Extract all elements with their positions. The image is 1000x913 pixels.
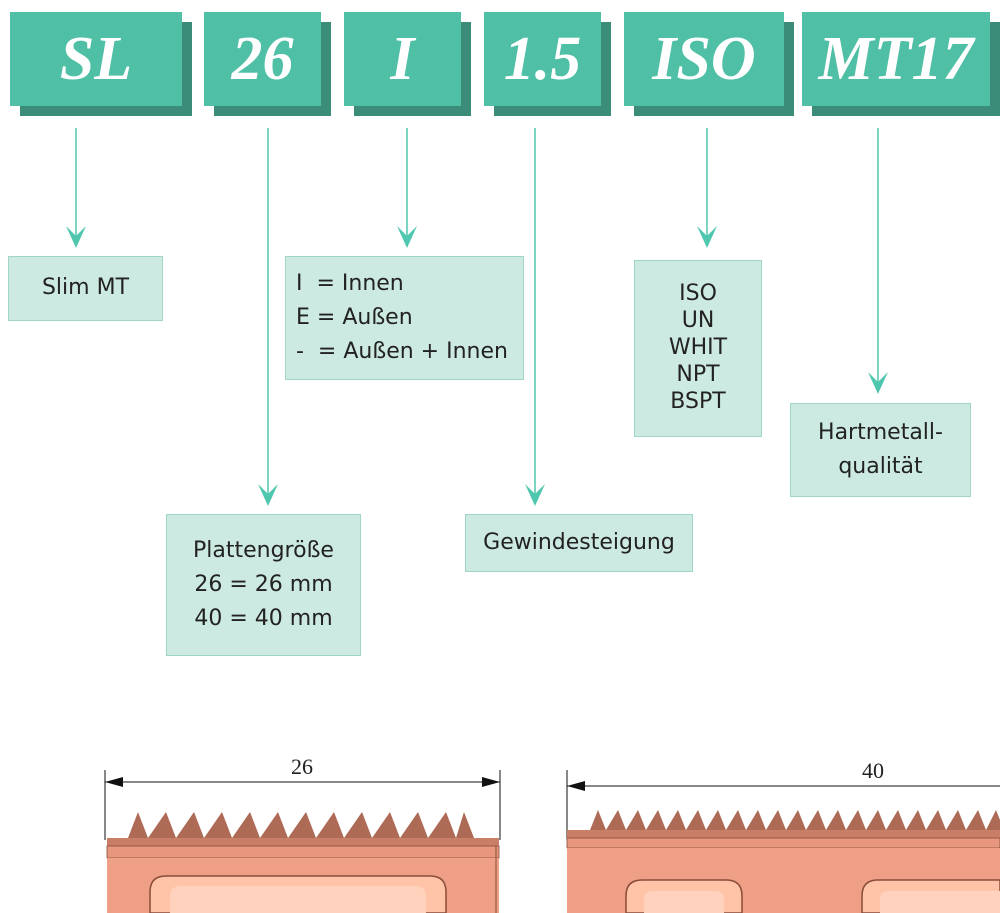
box-slim-mt: Slim MT — [8, 256, 163, 321]
code-tile-iso: ISO — [624, 12, 784, 106]
grade-line-1: Hartmetall- — [818, 419, 943, 445]
code-tile-pitch: 1.5 — [484, 12, 601, 106]
arrow-pitch-head — [525, 484, 545, 506]
dim-40-label: 40 — [862, 758, 884, 783]
code-i-text: I — [390, 24, 415, 93]
code-tile-i: I — [344, 12, 461, 106]
plate-40-teeth — [590, 810, 1000, 830]
arrow-26-head — [258, 484, 278, 506]
arrow-mt17-head — [868, 372, 888, 394]
slim-mt-text: Slim MT — [41, 275, 130, 301]
plate-26: 26 — [104, 754, 501, 913]
thread-un-text: UN — [681, 308, 715, 334]
grade-line-2: qualität — [838, 454, 923, 479]
box-insert-type: I = Innen E = Außen - = Außen + Innen — [285, 256, 524, 380]
thread-iso-text: ISO — [679, 281, 717, 307]
pitch-text: Gewindesteigung — [483, 529, 675, 555]
size-title-text: Plattengröße — [193, 537, 334, 563]
box-insert-size: Plattengröße 26 = 26 mm 40 = 40 mm — [166, 514, 361, 656]
code-mt17-text: MT17 — [818, 24, 974, 93]
code-tile-mt17: MT17 — [802, 12, 990, 106]
code-26-text: 26 — [231, 24, 294, 93]
code-tile-sl: SL — [10, 12, 182, 106]
dim-26-label: 26 — [291, 754, 313, 779]
code-iso-text: ISO — [652, 24, 756, 93]
size-40-text: 40 = 40 mm — [194, 606, 333, 632]
box-thread-pitch: Gewindesteigung — [465, 514, 693, 572]
arrow-iso-head — [697, 226, 717, 248]
plate-40: 40 — [566, 758, 1000, 913]
code-sl-text: SL — [59, 24, 133, 93]
type-external-text: E = Außen — [296, 304, 413, 330]
box-carbide-grade: Hartmetall- qualität — [790, 403, 971, 497]
type-internal-text: I = Innen — [296, 270, 404, 296]
box-thread-standard: ISO UN WHIT NPT BSPT — [634, 260, 762, 437]
thread-whit-text: WHIT — [668, 335, 728, 361]
thread-npt-text: NPT — [676, 361, 720, 387]
code-tile-26: 26 — [204, 12, 321, 106]
type-both-text: - = Außen + Innen — [296, 339, 508, 365]
arrow-i-head — [397, 226, 417, 248]
code-pitch-text: 1.5 — [503, 24, 582, 93]
plate-26-teeth — [128, 812, 474, 838]
thread-bspt-text: BSPT — [670, 388, 726, 414]
arrow-sl-head — [66, 226, 86, 248]
size-26-text: 26 = 26 mm — [194, 571, 333, 597]
